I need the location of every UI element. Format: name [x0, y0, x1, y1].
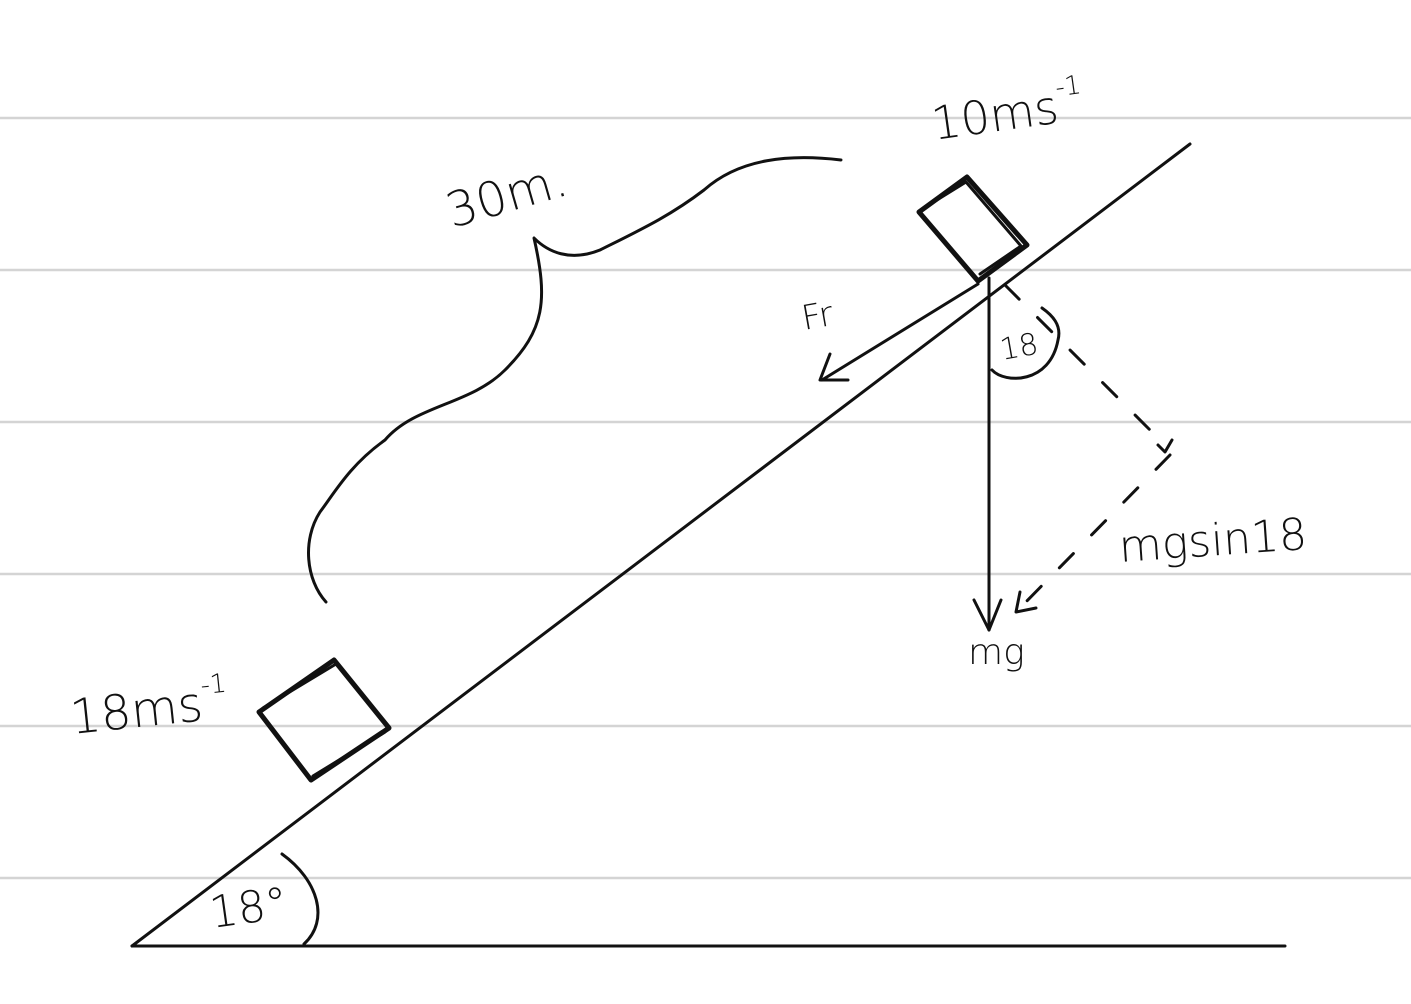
top-block-shading: [922, 180, 1023, 276]
ruled-lines: [0, 116, 1411, 880]
distance-label: 30m.: [440, 152, 574, 240]
incline-angle-label: 18°: [206, 878, 290, 939]
bottom-speed-label: 18ms-1: [67, 669, 231, 746]
dashed-component-arrowhead: [1156, 438, 1174, 454]
weight-arrowhead: [972, 598, 1003, 632]
weight-label: mg: [968, 632, 1025, 673]
incline-surface: [130, 142, 1192, 948]
perpendicular-component-dashed: [1003, 283, 1167, 447]
incline-angle-arc: [280, 852, 320, 946]
bottom-block-shading: [261, 662, 387, 778]
distance-brace: [307, 156, 843, 604]
friction-arrow-shaft: [820, 282, 980, 382]
bottom-block: [256, 657, 392, 783]
weight-angle-arc: [990, 306, 1061, 380]
component-arrowhead: [1014, 590, 1038, 614]
top-speed-label: 10ms-1: [927, 70, 1087, 151]
component-label: mgsin18: [1117, 509, 1308, 573]
friction-arrowhead: [818, 352, 850, 382]
top-block: [916, 174, 1030, 284]
weight-angle-label: 18: [997, 327, 1041, 368]
parallel-component-dashed: [1016, 453, 1172, 612]
friction-label: Fr: [799, 294, 837, 339]
